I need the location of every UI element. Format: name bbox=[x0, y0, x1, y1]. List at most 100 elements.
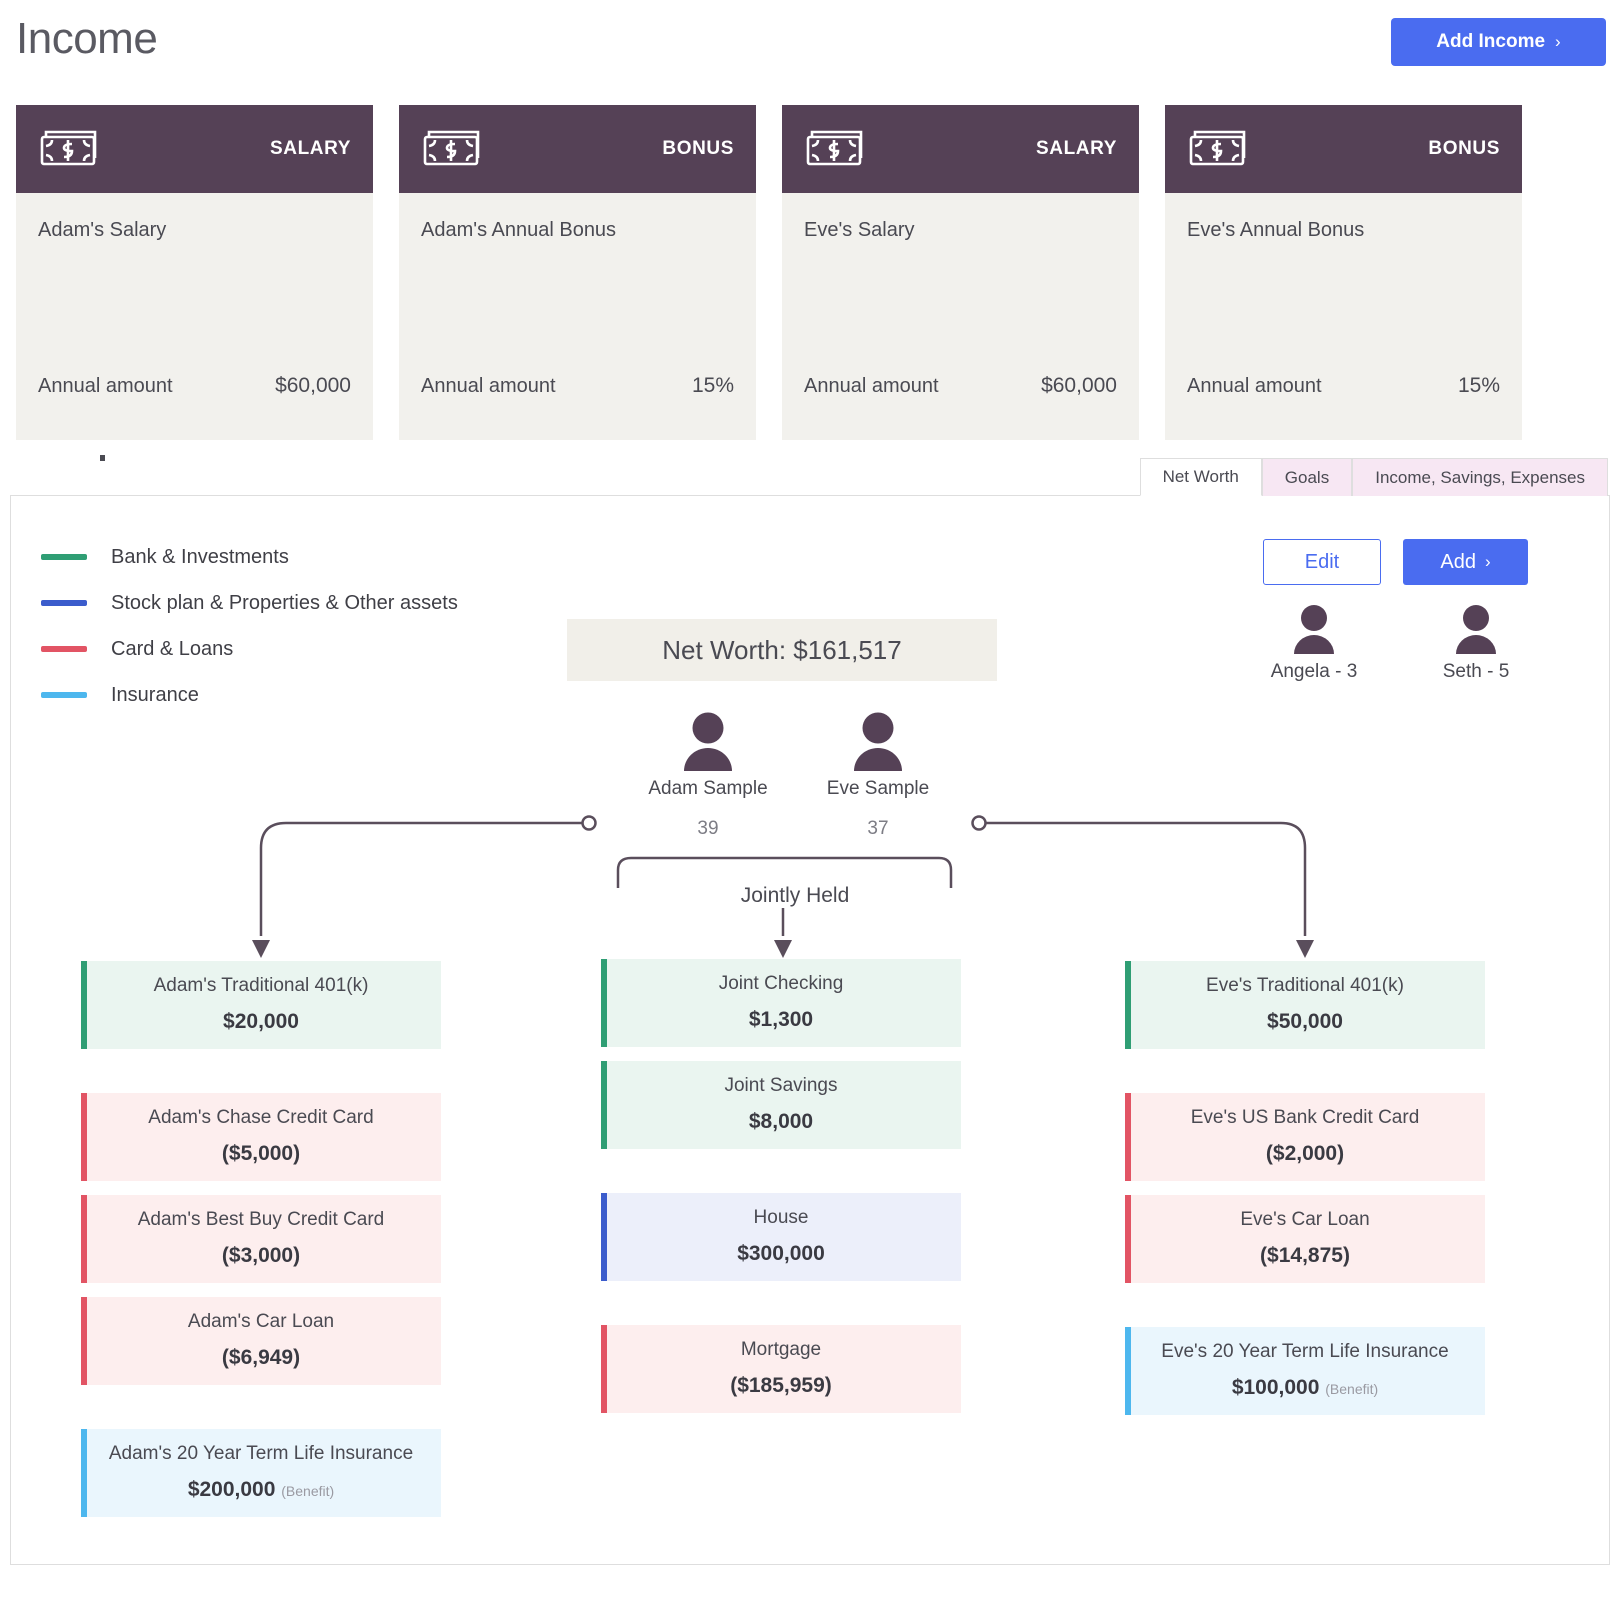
legend-item: Stock plan & Properties & Other assets bbox=[41, 580, 458, 626]
item-name: Adam's Chase Credit Card bbox=[148, 1106, 374, 1128]
legend-label: Card & Loans bbox=[111, 637, 234, 660]
stray-dot bbox=[100, 455, 105, 461]
income-card-kind: BONUS bbox=[1428, 138, 1500, 159]
add-button-label: Add bbox=[1440, 550, 1476, 573]
net-worth-item[interactable]: Adam's 20 Year Term Life Insurance $200,… bbox=[81, 1429, 441, 1517]
category-color-bar bbox=[1125, 1093, 1131, 1181]
category-color-bar bbox=[1125, 961, 1131, 1049]
adult-node-1[interactable]: Adam Sample 39 bbox=[633, 711, 783, 840]
net-worth-item[interactable]: Joint Checking $1,300 bbox=[601, 959, 961, 1047]
net-worth-item[interactable]: Joint Savings $8,000 bbox=[601, 1061, 961, 1149]
income-card-body: Eve's Annual Bonus Annual amount 15% bbox=[1165, 193, 1522, 440]
item-value: $300,000 bbox=[737, 1242, 825, 1266]
item-name: Eve's Car Loan bbox=[1240, 1208, 1370, 1230]
net-worth-item[interactable]: Eve's Traditional 401(k) $50,000 bbox=[1125, 961, 1485, 1049]
income-card[interactable]: SALARY Adam's Salary Annual amount $60,0… bbox=[16, 105, 373, 440]
income-card[interactable]: BONUS Adam's Annual Bonus Annual amount … bbox=[399, 105, 756, 440]
net-worth-item[interactable]: Adam's Best Buy Credit Card ($3,000) bbox=[81, 1195, 441, 1283]
money-bill-icon bbox=[38, 127, 98, 172]
item-value: ($3,000) bbox=[222, 1244, 300, 1268]
item-amount: $8,000 bbox=[748, 1110, 814, 1134]
item-value: ($5,000) bbox=[222, 1142, 300, 1166]
income-card[interactable]: SALARY Eve's Salary Annual amount $60,00… bbox=[782, 105, 1139, 440]
category-color-bar bbox=[81, 961, 87, 1049]
child-name: Seth - 5 bbox=[1442, 661, 1510, 682]
legend-item: Card & Loans bbox=[41, 626, 458, 672]
person-icon bbox=[684, 712, 732, 771]
net-worth-total: Net Worth: $161,517 bbox=[567, 619, 997, 681]
income-card-name: Adam's Salary bbox=[38, 219, 167, 241]
income-card-header: BONUS bbox=[399, 105, 756, 193]
income-card-header: SALARY bbox=[16, 105, 373, 193]
adult-node-2[interactable]: Eve Sample 37 bbox=[803, 711, 953, 840]
item-value: ($185,959) bbox=[730, 1374, 832, 1398]
net-worth-item[interactable]: Adam's Traditional 401(k) $20,000 bbox=[81, 961, 441, 1049]
income-card-kind: SALARY bbox=[269, 138, 351, 159]
item-amount-note: (Benefit) bbox=[1325, 1381, 1379, 1398]
add-income-label: Add Income bbox=[1436, 31, 1546, 52]
adult-age: 39 bbox=[697, 818, 719, 839]
income-amount-label: Annual amount bbox=[421, 374, 556, 397]
column-joint: Joint Checking $1,300 Joint Savings $8,0… bbox=[601, 959, 961, 1427]
tab-net-worth[interactable]: Net Worth bbox=[1139, 458, 1262, 496]
category-color-bar bbox=[81, 1093, 87, 1181]
item-value: $20,000 bbox=[223, 1010, 299, 1034]
net-worth-item[interactable]: Eve's 20 Year Term Life Insurance $100,0… bbox=[1125, 1327, 1485, 1415]
legend-label: Stock plan & Properties & Other assets bbox=[111, 591, 458, 614]
arrow-head-left bbox=[252, 940, 270, 958]
net-worth-item[interactable]: Adam's Chase Credit Card ($5,000) bbox=[81, 1093, 441, 1181]
money-bill-icon bbox=[1187, 127, 1247, 172]
income-card[interactable]: BONUS Eve's Annual Bonus Annual amount 1… bbox=[1165, 105, 1522, 440]
person-icon bbox=[854, 712, 902, 771]
income-card-list: SALARY Adam's Salary Annual amount $60,0… bbox=[16, 105, 1608, 440]
legend-label: Bank & Investments bbox=[111, 545, 289, 568]
income-amount-value: 15% bbox=[1457, 374, 1500, 397]
category-color-bar bbox=[601, 1325, 607, 1413]
net-worth-item[interactable]: Eve's US Bank Credit Card ($2,000) bbox=[1125, 1093, 1485, 1181]
income-card-name: Eve's Salary bbox=[804, 219, 915, 241]
item-amount: ($3,000) bbox=[221, 1244, 301, 1268]
item-amount: ($185,959) bbox=[730, 1374, 832, 1398]
item-amount: $200,000 bbox=[187, 1478, 276, 1502]
item-amount: ($2,000) bbox=[1265, 1142, 1345, 1166]
legend-item: Bank & Investments bbox=[41, 534, 458, 580]
income-amount-row: Annual amount $60,000 bbox=[38, 374, 351, 398]
item-amount: $50,000 bbox=[1267, 1010, 1343, 1034]
item-amount: $1,300 bbox=[748, 1008, 814, 1032]
item-name: Adam's 20 Year Term Life Insurance bbox=[108, 1442, 414, 1464]
column-eve: Eve's Traditional 401(k) $50,000 Eve's U… bbox=[1125, 961, 1485, 1429]
net-worth-item[interactable]: House $300,000 bbox=[601, 1193, 961, 1281]
net-worth-item[interactable]: Mortgage ($185,959) bbox=[601, 1325, 961, 1413]
legend-item: Insurance bbox=[41, 672, 458, 718]
net-worth-item[interactable]: Eve's Car Loan ($14,875) bbox=[1125, 1195, 1485, 1283]
item-amount: $100,000 bbox=[1231, 1376, 1320, 1400]
income-card-kind: BONUS bbox=[662, 138, 734, 159]
item-value: $8,000 bbox=[749, 1110, 813, 1134]
item-amount-note: (Benefit) bbox=[281, 1483, 335, 1500]
income-card-body: Adam's Salary Annual amount $60,000 bbox=[16, 193, 373, 440]
net-worth-item[interactable]: Adam's Car Loan ($6,949) bbox=[81, 1297, 441, 1385]
income-card-header: BONUS bbox=[1165, 105, 1522, 193]
income-card-kind: SALARY bbox=[1035, 138, 1117, 159]
edit-button[interactable]: Edit bbox=[1263, 539, 1381, 585]
tab-goals[interactable]: Goals bbox=[1261, 458, 1353, 496]
item-name: Adam's Car Loan bbox=[187, 1310, 335, 1332]
income-amount-label: Annual amount bbox=[804, 374, 939, 397]
add-income-button[interactable]: Add Income › bbox=[1391, 18, 1606, 66]
person-icon bbox=[1294, 605, 1334, 654]
income-amount-row: Annual amount 15% bbox=[1187, 374, 1500, 398]
legend-swatch bbox=[41, 692, 87, 698]
child-node-1[interactable]: Angela - 3 bbox=[1249, 604, 1379, 683]
category-color-bar bbox=[601, 1061, 607, 1149]
item-value: $1,300 bbox=[749, 1008, 813, 1032]
tab-income-savings-expenses[interactable]: Income, Savings, Expenses bbox=[1352, 458, 1608, 496]
chevron-right-icon: › bbox=[1484, 552, 1491, 571]
income-card-header: SALARY bbox=[782, 105, 1139, 193]
arrow-head-right bbox=[1296, 940, 1314, 958]
item-value: $100,000 (Benefit) bbox=[1232, 1376, 1378, 1400]
chevron-right-icon: › bbox=[1555, 32, 1561, 51]
add-button[interactable]: Add › bbox=[1403, 539, 1528, 585]
category-color-bar bbox=[601, 1193, 607, 1281]
jointly-held-label: Jointly Held bbox=[651, 884, 939, 908]
child-node-2[interactable]: Seth - 5 bbox=[1411, 604, 1541, 683]
